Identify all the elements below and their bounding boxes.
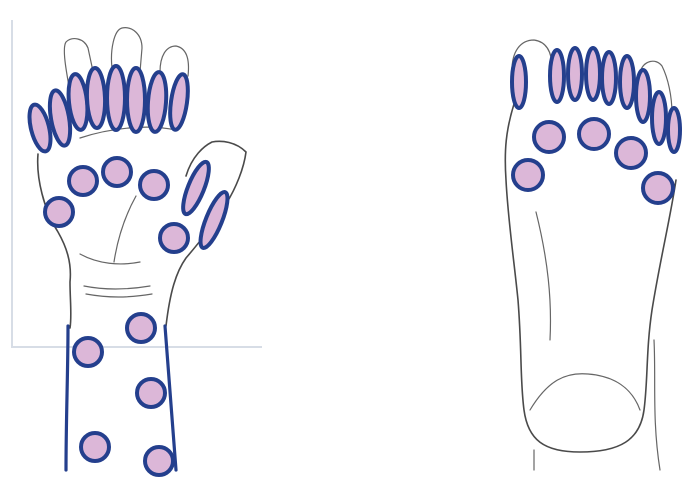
toe-marker [602, 52, 616, 104]
heel-edge-right [654, 340, 660, 470]
forearm-marker [137, 379, 165, 407]
toe-marker [620, 56, 634, 108]
toe-marker [568, 48, 582, 100]
palm-marker [69, 167, 97, 195]
palm-marker [103, 158, 131, 186]
palm-marker [160, 224, 188, 252]
sole-marker [579, 119, 609, 149]
arch-line [536, 212, 550, 340]
forearm-marker [145, 447, 173, 475]
sole-outline [505, 104, 676, 452]
finger-marker [146, 71, 168, 132]
wrist-crease-2 [86, 294, 152, 297]
toe-marker [550, 50, 564, 102]
palm-marker [45, 198, 73, 226]
toe-marker [636, 70, 650, 122]
forearm-edge-left [66, 326, 68, 470]
finger-marker [127, 68, 145, 132]
sole-marker [643, 173, 673, 203]
toe-marker [652, 92, 666, 144]
finger-marker [86, 68, 106, 129]
toe-marker [586, 48, 600, 100]
palm-crease-thumb [114, 196, 136, 262]
sole-marker [513, 160, 543, 190]
toe-marker [668, 108, 680, 152]
finger-outline-ring [160, 46, 189, 76]
toe-marker [512, 56, 526, 108]
heel-curve [530, 374, 640, 410]
hand-outline-left [38, 154, 71, 328]
foot-illustration [505, 40, 680, 470]
forearm-marker [74, 338, 102, 366]
finger-marker [167, 73, 191, 131]
hand-illustration [25, 28, 246, 475]
palm-marker [140, 171, 168, 199]
palm-crease-bottom [80, 254, 140, 264]
sole-marker [534, 122, 564, 152]
forearm-marker [127, 314, 155, 342]
finger-marker [107, 66, 125, 130]
forearm-marker [81, 433, 109, 461]
sole-marker [616, 138, 646, 168]
wrist-crease-1 [84, 286, 150, 289]
